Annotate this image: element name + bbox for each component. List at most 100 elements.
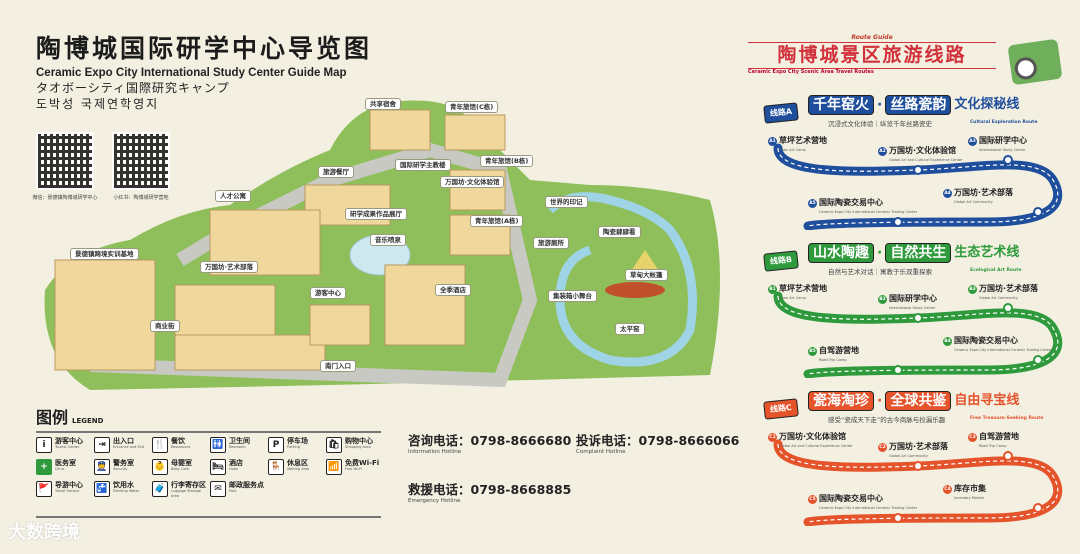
map-label[interactable]: 集装箱小舞台 — [548, 290, 597, 302]
route-english-name: Free Treasure-Seeking Route — [970, 416, 1044, 421]
legend-label-en: Baby Care — [171, 467, 190, 471]
route-headline: 千年窑火·丝路瓷韵文化探秘线 — [808, 95, 1019, 115]
bed-icon: 🛏 — [210, 459, 226, 475]
route-english-name: Ecological Art Route — [970, 268, 1022, 273]
route-node — [913, 461, 923, 471]
map-label[interactable]: 陶瓷肆肆看 — [598, 226, 641, 238]
qr-code-icon — [112, 132, 170, 190]
legend-label-en: Waiting Area — [287, 467, 310, 471]
stop-name-en: International Study Center — [979, 148, 1026, 152]
stop-number: A4 — [943, 188, 952, 198]
legend-label-en: Luggage Storage Area — [171, 489, 201, 498]
wechat-qr[interactable] — [36, 132, 94, 190]
stop-number: B2 — [878, 294, 887, 304]
red-lawn — [605, 282, 665, 298]
legend-label-en: Post — [229, 489, 237, 493]
map-label[interactable]: 万国坊·文化体验馆 — [440, 176, 505, 188]
restroom-icon: 🚻 — [210, 437, 226, 453]
parking-icon: P — [268, 437, 284, 453]
legend-label: 出入口 — [113, 437, 134, 445]
map-label[interactable]: 人才公寓 — [215, 190, 251, 202]
map-label[interactable]: 音乐喷泉 — [370, 234, 406, 246]
map-label[interactable]: 青年旅馆(B栋) — [480, 155, 534, 167]
legend-label: 休息区 — [287, 459, 308, 467]
route-headline: 山水陶趣·自然共生生态艺术线 — [808, 243, 1019, 263]
legend-label-en: Clinic — [55, 467, 65, 471]
map-label[interactable]: 青年旅馆(C栋) — [445, 101, 499, 113]
map-label[interactable]: 草甸大帐篷 — [625, 269, 668, 281]
route-线路A: 线路A 千年窑火·丝路瓷韵文化探秘线 沉浸式文化体验｜纵览千年丝路瓷史 Cult… — [748, 92, 1076, 234]
route-node — [1033, 503, 1043, 513]
map-label[interactable]: 南门入口 — [320, 360, 356, 372]
wifi-icon: 📶 — [326, 459, 342, 475]
stop-name-en: Road Trip Camp — [979, 444, 1007, 448]
bench-icon: 🪑 — [268, 459, 284, 475]
map-label[interactable]: 青年旅馆(A栋) — [470, 215, 524, 227]
map-label[interactable]: 世界的印记 — [545, 196, 588, 208]
stop-number: C4 — [943, 484, 952, 494]
route-线路C: 线路C 瓷海淘珍·全球共鉴自由寻宝线 感受“瓷成天下走”的古今商脉与捡漏乐趣 F… — [748, 388, 1076, 530]
route-node — [893, 217, 903, 227]
stop-name: 万国坊·文化体验馆 — [889, 146, 957, 155]
stop-name-en: Global Art Community — [979, 296, 1018, 300]
legend-label: 饮用水 — [113, 481, 134, 489]
stop-name: 万国坊·文化体验馆 — [779, 432, 847, 441]
stop-name: 草坪艺术营地 — [779, 136, 827, 145]
map-label[interactable]: 万国坊·艺术部落 — [200, 261, 258, 273]
map-label[interactable]: 研学成果作品展厅 — [345, 208, 407, 220]
stop-name-en: Ceramic Expo City International Ceramic … — [954, 348, 1053, 352]
stop-number: C2 — [878, 442, 887, 452]
stop-name: 万国坊·艺术部落 — [954, 188, 1014, 197]
map-label[interactable]: 旅游餐厅 — [318, 166, 354, 178]
legend-label-en: Parking — [287, 445, 300, 449]
map-label[interactable]: 太平窑 — [615, 323, 645, 335]
map-label[interactable]: 全季酒店 — [435, 284, 471, 296]
route-guide-panel: Route Guide 陶博城景区旅游线路 Ceramic Expo City … — [748, 34, 1076, 534]
map-compass-icon — [1007, 38, 1063, 86]
map-label[interactable]: 景德镇跨境实训基地 — [70, 248, 139, 260]
stop-name-en: Global Art and Cultural Experience Cente… — [889, 158, 963, 162]
route-node — [913, 165, 923, 175]
stop-name: 国际研学中心 — [889, 294, 937, 303]
medical-cross-icon: + — [36, 459, 52, 475]
map-label[interactable]: 共享宿舍 — [365, 98, 401, 110]
page-title: 陶博城国际研学中心导览图 — [36, 34, 373, 63]
route-线路B: 线路B 山水陶趣·自然共生生态艺术线 自然与艺术对话｜寓教于乐双重探索 Ecol… — [748, 240, 1076, 382]
stop-number: B4 — [943, 336, 952, 346]
stop-number: C5 — [808, 494, 817, 504]
map-label[interactable]: 游客中心 — [310, 287, 346, 299]
route-guide-title: 陶博城景区旅游线路 — [748, 42, 996, 69]
divider — [36, 431, 381, 433]
stop-name-en: Ceramic Expo City International Ceramic … — [819, 506, 918, 510]
map-label[interactable]: 旅游厕所 — [533, 237, 569, 249]
legend-label: 餐饮 — [171, 437, 185, 445]
map-label[interactable]: 商业街 — [150, 320, 180, 332]
route-node — [913, 313, 923, 323]
legend-label-en: Shopping Area — [345, 445, 371, 449]
map-label[interactable]: 国际研学主教楼 — [395, 159, 451, 171]
xiaohongshu-qr[interactable] — [112, 132, 170, 190]
legend-label-en: Restaurant — [171, 445, 191, 449]
